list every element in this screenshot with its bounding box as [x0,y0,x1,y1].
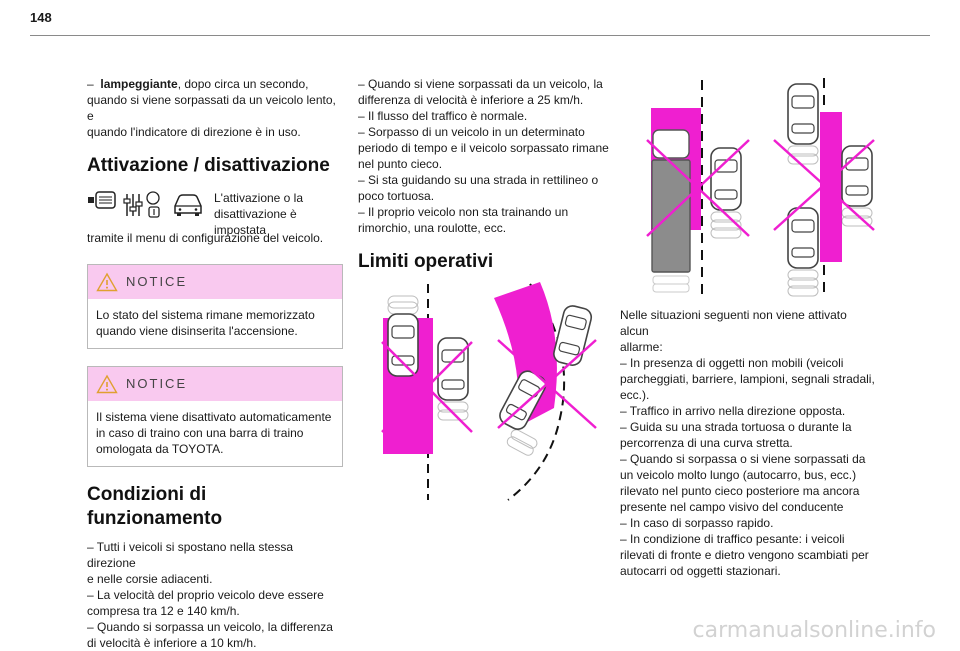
notice-box-memory: NOTICE Lo stato del sistema rimane memor… [87,264,343,349]
conditions-title: Condizioni di funzionamento [87,484,223,529]
cross-mark [773,139,875,231]
car-icon [710,147,742,211]
limits-list: Nelle situazioni seguenti non viene atti… [620,308,875,578]
car-icon [387,313,419,377]
illustration-heavy-traffic [773,78,875,298]
illustration-straight-road [381,284,473,500]
car-icon [437,337,469,401]
notice-header: NOTICE [88,367,342,401]
warning-triangle-icon [96,272,118,292]
notice-header: NOTICE [88,265,342,299]
notice-title: NOTICE [126,376,188,391]
notice-title: NOTICE [126,274,188,289]
activation-title: Attivazione / disattivazione [87,155,330,176]
car-icon [553,305,593,366]
column-2: – Quando si viene sorpassati da un veico… [358,76,614,274]
car-icon [787,207,819,269]
activation-text: tramite il menu di configurazione del ve… [87,231,324,245]
notice-body: Lo stato del sistema rimane memorizzato … [96,308,315,338]
car-icon [787,83,819,145]
conditions-list-continued: – Quando si viene sorpassati da un veico… [358,77,609,235]
page-number: 148 [30,10,52,25]
activation-side-text: L'attivazione o la disattivazione è impo… [214,191,304,237]
illustration-truck-overtake [646,80,750,298]
cross-mark [381,341,473,433]
intro-bold: lampeggiante [100,77,178,91]
header-divider [30,35,930,36]
column-1: – lampeggiante, dopo circa un secondo, q… [87,76,343,651]
settings-menu-icon [123,191,160,218]
warning-triangle-icon [96,374,118,394]
column-3: Nelle situazioni seguenti non viene atti… [620,307,876,579]
illustration-curved-road [494,282,597,501]
truck-icon [651,129,691,273]
cross-mark [497,339,597,429]
camera-button-icon [88,191,116,209]
limits-title: Limiti operativi [358,251,494,272]
cross-mark [646,139,750,237]
notice-body: Il sistema viene disattivato automaticam… [96,410,332,456]
vehicle-icon [174,194,202,216]
watermark: carmanualsonline.info [692,618,936,643]
conditions-list: – Tutti i veicoli si spostano nella stes… [87,540,333,650]
activation-icons-row: L'attivazione o la disattivazione è impo… [87,190,343,237]
notice-box-towing: NOTICE Il sistema viene disattivato auto… [87,366,343,467]
intro-paragraph: – lampeggiante, dopo circa un secondo, q… [87,77,336,139]
